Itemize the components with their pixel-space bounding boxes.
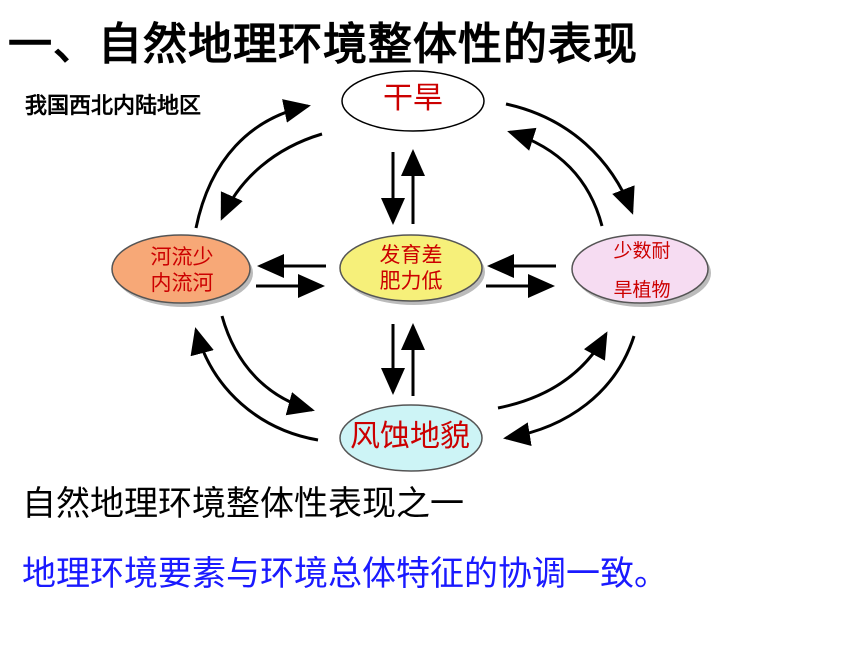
node-plants [571, 234, 709, 304]
caption-line2: 地理环境要素与环境总体特征的协调一致。 [22, 554, 668, 594]
node-landform [339, 404, 483, 472]
node-landform-label: 风蚀地貌 [350, 419, 470, 454]
arrow-drought-to-plants [505, 102, 635, 215]
caption-line1: 自然地理环境整体性表现之一 [22, 484, 464, 524]
node-drought [341, 70, 485, 132]
node-soil-line1: 发育差 [379, 243, 443, 267]
node-soil-label: 发育差 肥力低 [336, 242, 486, 295]
node-drought-label: 干旱 [383, 81, 443, 116]
node-river-line2: 内流河 [150, 271, 214, 296]
arrow-drought-to-river [220, 132, 323, 221]
arrow-landform-to-plants [497, 331, 608, 410]
page-title: 一、自然地理环境整体性的表现 [8, 19, 638, 70]
node-plants-line1: 少数耐 [613, 240, 671, 262]
node-soil [339, 234, 483, 302]
region-label: 我国西北内陆地区 [25, 94, 202, 119]
node-soil-line2: 肥力低 [379, 269, 443, 294]
node-river-label: 河流少 内流河 [112, 244, 252, 297]
arrow-landform-to-river [190, 327, 319, 442]
arrow-plants-to-drought [507, 127, 604, 227]
node-plants-line2: 旱植物 [613, 279, 671, 301]
arrow-plants-to-landform [503, 335, 636, 447]
node-river [111, 234, 251, 304]
node-river-line1: 河流少 [150, 245, 214, 269]
arrow-river-to-drought [194, 99, 311, 229]
arrow-river-to-landform [220, 315, 315, 416]
